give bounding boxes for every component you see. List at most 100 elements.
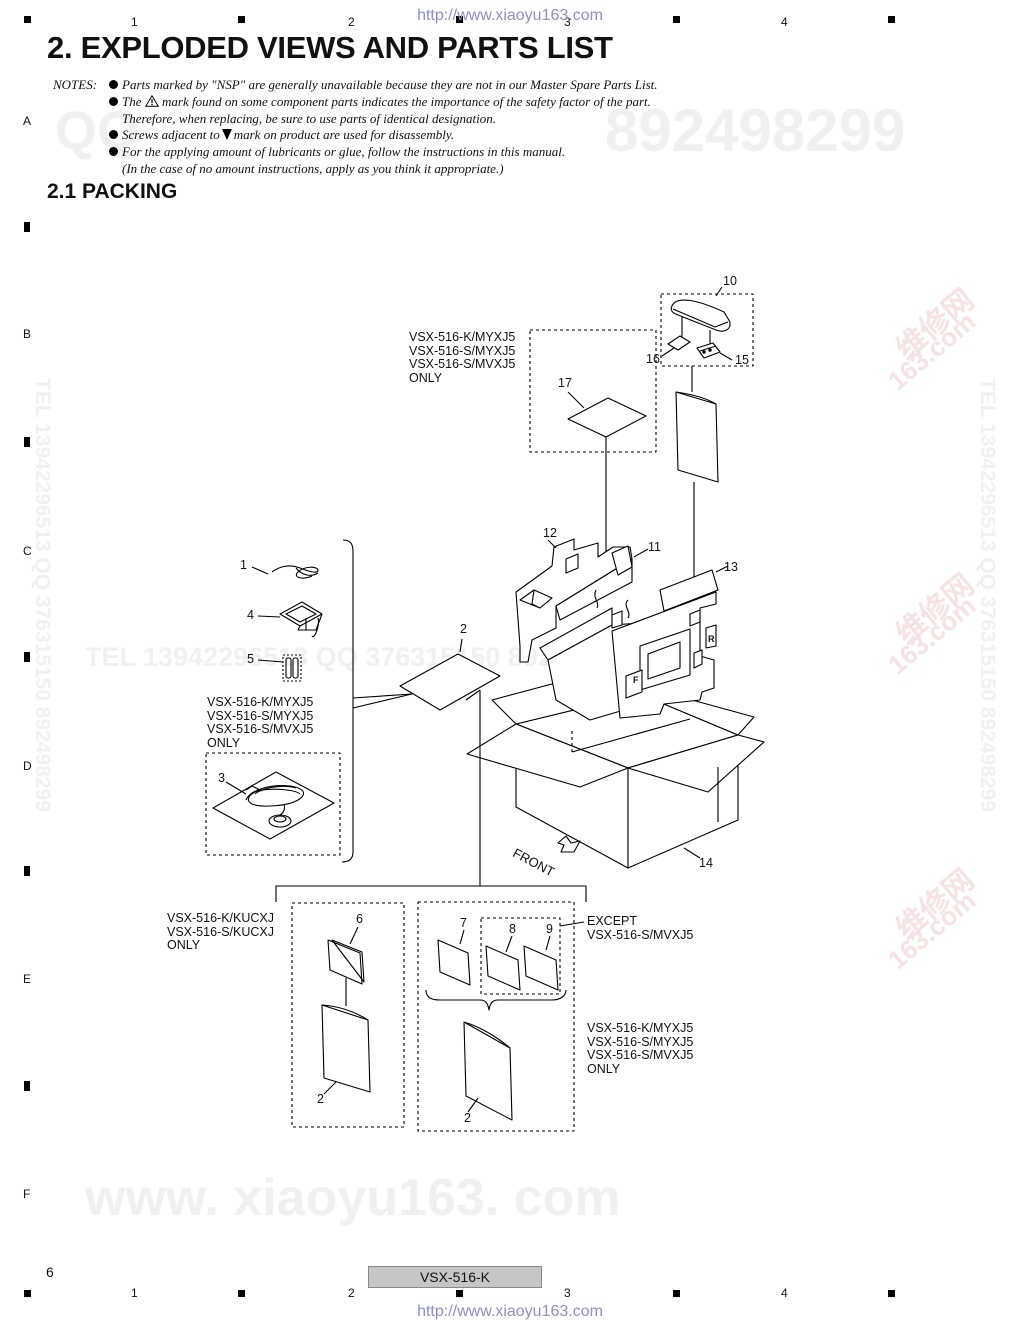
model-line: VSX-516-K/KUCXJ — [167, 911, 274, 925]
label-kucxj-models: VSX-516-K/KUCXJ VSX-516-S/KUCXJ ONLY — [167, 911, 274, 953]
bullet-icon — [109, 97, 118, 106]
model-line: VSX-516-S/KUCXJ — [167, 924, 274, 939]
reg-mark — [24, 1290, 31, 1297]
model-line: ONLY — [207, 735, 241, 750]
bracket-bottom — [275, 885, 587, 902]
model-line: ONLY — [587, 1061, 621, 1076]
watermark-site: www. xiaoyu163. com — [85, 1169, 621, 1227]
note-text: mark found on some component parts indic… — [162, 94, 651, 109]
dashed-group-top-accessories — [529, 293, 754, 453]
dashed-group-except — [480, 917, 561, 995]
part-number: 2 — [464, 1111, 471, 1125]
part-number: 6 — [356, 912, 363, 926]
bullet-icon — [109, 130, 118, 139]
label-box-r: R — [708, 634, 715, 644]
reg-mark — [673, 16, 680, 23]
part-8-card — [485, 945, 521, 991]
bullet-icon — [109, 80, 118, 89]
model-line: ONLY — [167, 938, 201, 952]
part-number: 2 — [460, 622, 467, 636]
part-7-card — [437, 939, 471, 986]
part-17-sheet — [567, 397, 647, 438]
column-number: 2 — [348, 15, 355, 29]
part-number: 14 — [699, 856, 713, 870]
dashed-group-kucxj — [291, 902, 405, 1128]
column-number: 3 — [564, 1286, 571, 1300]
reg-mark — [456, 16, 463, 23]
watermark-qq-number: 892498299 — [605, 97, 906, 164]
column-number: 3 — [564, 15, 571, 29]
model-line: VSX-516-S/MVXJ5 — [587, 927, 694, 942]
note-line: Therefore, when replacing, be sure to us… — [122, 111, 496, 128]
label-box-f: F — [633, 675, 639, 685]
note-text: For the applying amount of lubricants or… — [122, 144, 566, 159]
part-number: 17 — [558, 376, 572, 390]
row-letter: C — [23, 544, 32, 558]
part-number: 15 — [735, 353, 749, 367]
row-letter: B — [23, 327, 32, 341]
label-except-models: EXCEPT VSX-516-S/MVXJ5 — [587, 914, 694, 942]
part-6-card — [327, 939, 363, 985]
footer-model-tag: VSX-516-K — [368, 1266, 542, 1288]
side-mark — [24, 222, 30, 232]
side-mark — [24, 866, 30, 876]
model-line: VSX-516-S/MYXJ5 — [409, 343, 516, 358]
note-line: The mark found on some component parts i… — [109, 94, 651, 111]
page-number: 6 — [46, 1264, 54, 1280]
part-2-bag-kucxj — [321, 1004, 371, 1093]
model-line: VSX-516-S/MVXJ5 — [207, 722, 314, 736]
reg-mark — [673, 1290, 680, 1297]
part-5-ferrite-core — [282, 654, 302, 682]
brace-under-cards — [425, 989, 567, 1011]
url-top: http://www.xiaoyu163.com — [417, 7, 603, 24]
screw-mark-icon — [221, 129, 232, 140]
note-text: Parts marked by "NSP" are generally unav… — [122, 77, 658, 92]
dashed-group-setup-mic — [205, 752, 341, 856]
reg-mark — [238, 16, 245, 23]
label-left-models: VSX-516-K/MYXJ5 VSX-516-S/MYXJ5 VSX-516-… — [207, 695, 314, 750]
bullet-icon — [109, 147, 118, 156]
operating-instructions — [675, 391, 719, 483]
reg-mark — [238, 1290, 245, 1297]
part-10-remote-control — [670, 299, 731, 345]
column-number: 4 — [781, 15, 788, 29]
part-number: 2 — [317, 1092, 324, 1106]
page-title: 2. EXPLODED VIEWS AND PARTS LIST — [47, 30, 613, 65]
part-number: 10 — [723, 274, 737, 288]
part-15-batteries — [696, 342, 721, 359]
column-number: 1 — [131, 15, 138, 29]
note-text: The — [122, 94, 142, 109]
part-16-card — [667, 335, 691, 351]
part-number: 8 — [509, 922, 516, 936]
url-bottom: http://www.xiaoyu163.com — [417, 1303, 603, 1320]
part-number: 9 — [546, 922, 553, 936]
note-text: (In the case of no amount instructions, … — [122, 161, 504, 176]
section-title: 2.1 PACKING — [47, 180, 178, 203]
reg-mark — [888, 16, 895, 23]
reg-mark — [24, 16, 31, 23]
part-1-cable — [271, 565, 319, 579]
watermark-vertical-right: TEL 13942296513 QQ 376315150 892498299 — [976, 378, 999, 812]
model-line: EXCEPT — [587, 914, 638, 928]
side-mark — [24, 437, 30, 447]
model-line: ONLY — [409, 370, 443, 385]
label-top-models: VSX-516-K/MYXJ5 VSX-516-S/MYXJ5 VSX-516-… — [409, 330, 516, 385]
note-text: Screws adjacent to — [122, 127, 220, 142]
reg-mark — [888, 1290, 895, 1297]
front-arrow-icon — [557, 835, 581, 853]
note-line: Parts marked by "NSP" are generally unav… — [109, 77, 658, 94]
part-number: 3 — [218, 771, 225, 785]
watermark-vertical-left: TEL 13942296513 QQ 376315150 892498299 — [31, 378, 54, 812]
watermark-qq: QQ — [55, 101, 140, 161]
note-line: For the applying amount of lubricants or… — [109, 144, 565, 161]
bracket-left — [341, 539, 354, 863]
side-mark — [24, 1081, 30, 1091]
model-line: VSX-516-S/MYXJ5 — [587, 1034, 694, 1049]
dashed-group-regional-docs — [417, 901, 575, 1132]
part-number: 1 — [240, 558, 247, 572]
note-text: mark on product are used for disassembly… — [233, 127, 455, 142]
part-4-am-loop-antenna — [279, 601, 323, 638]
part-12-11-13-foam-cushions — [515, 538, 729, 721]
row-letter: E — [23, 972, 32, 986]
